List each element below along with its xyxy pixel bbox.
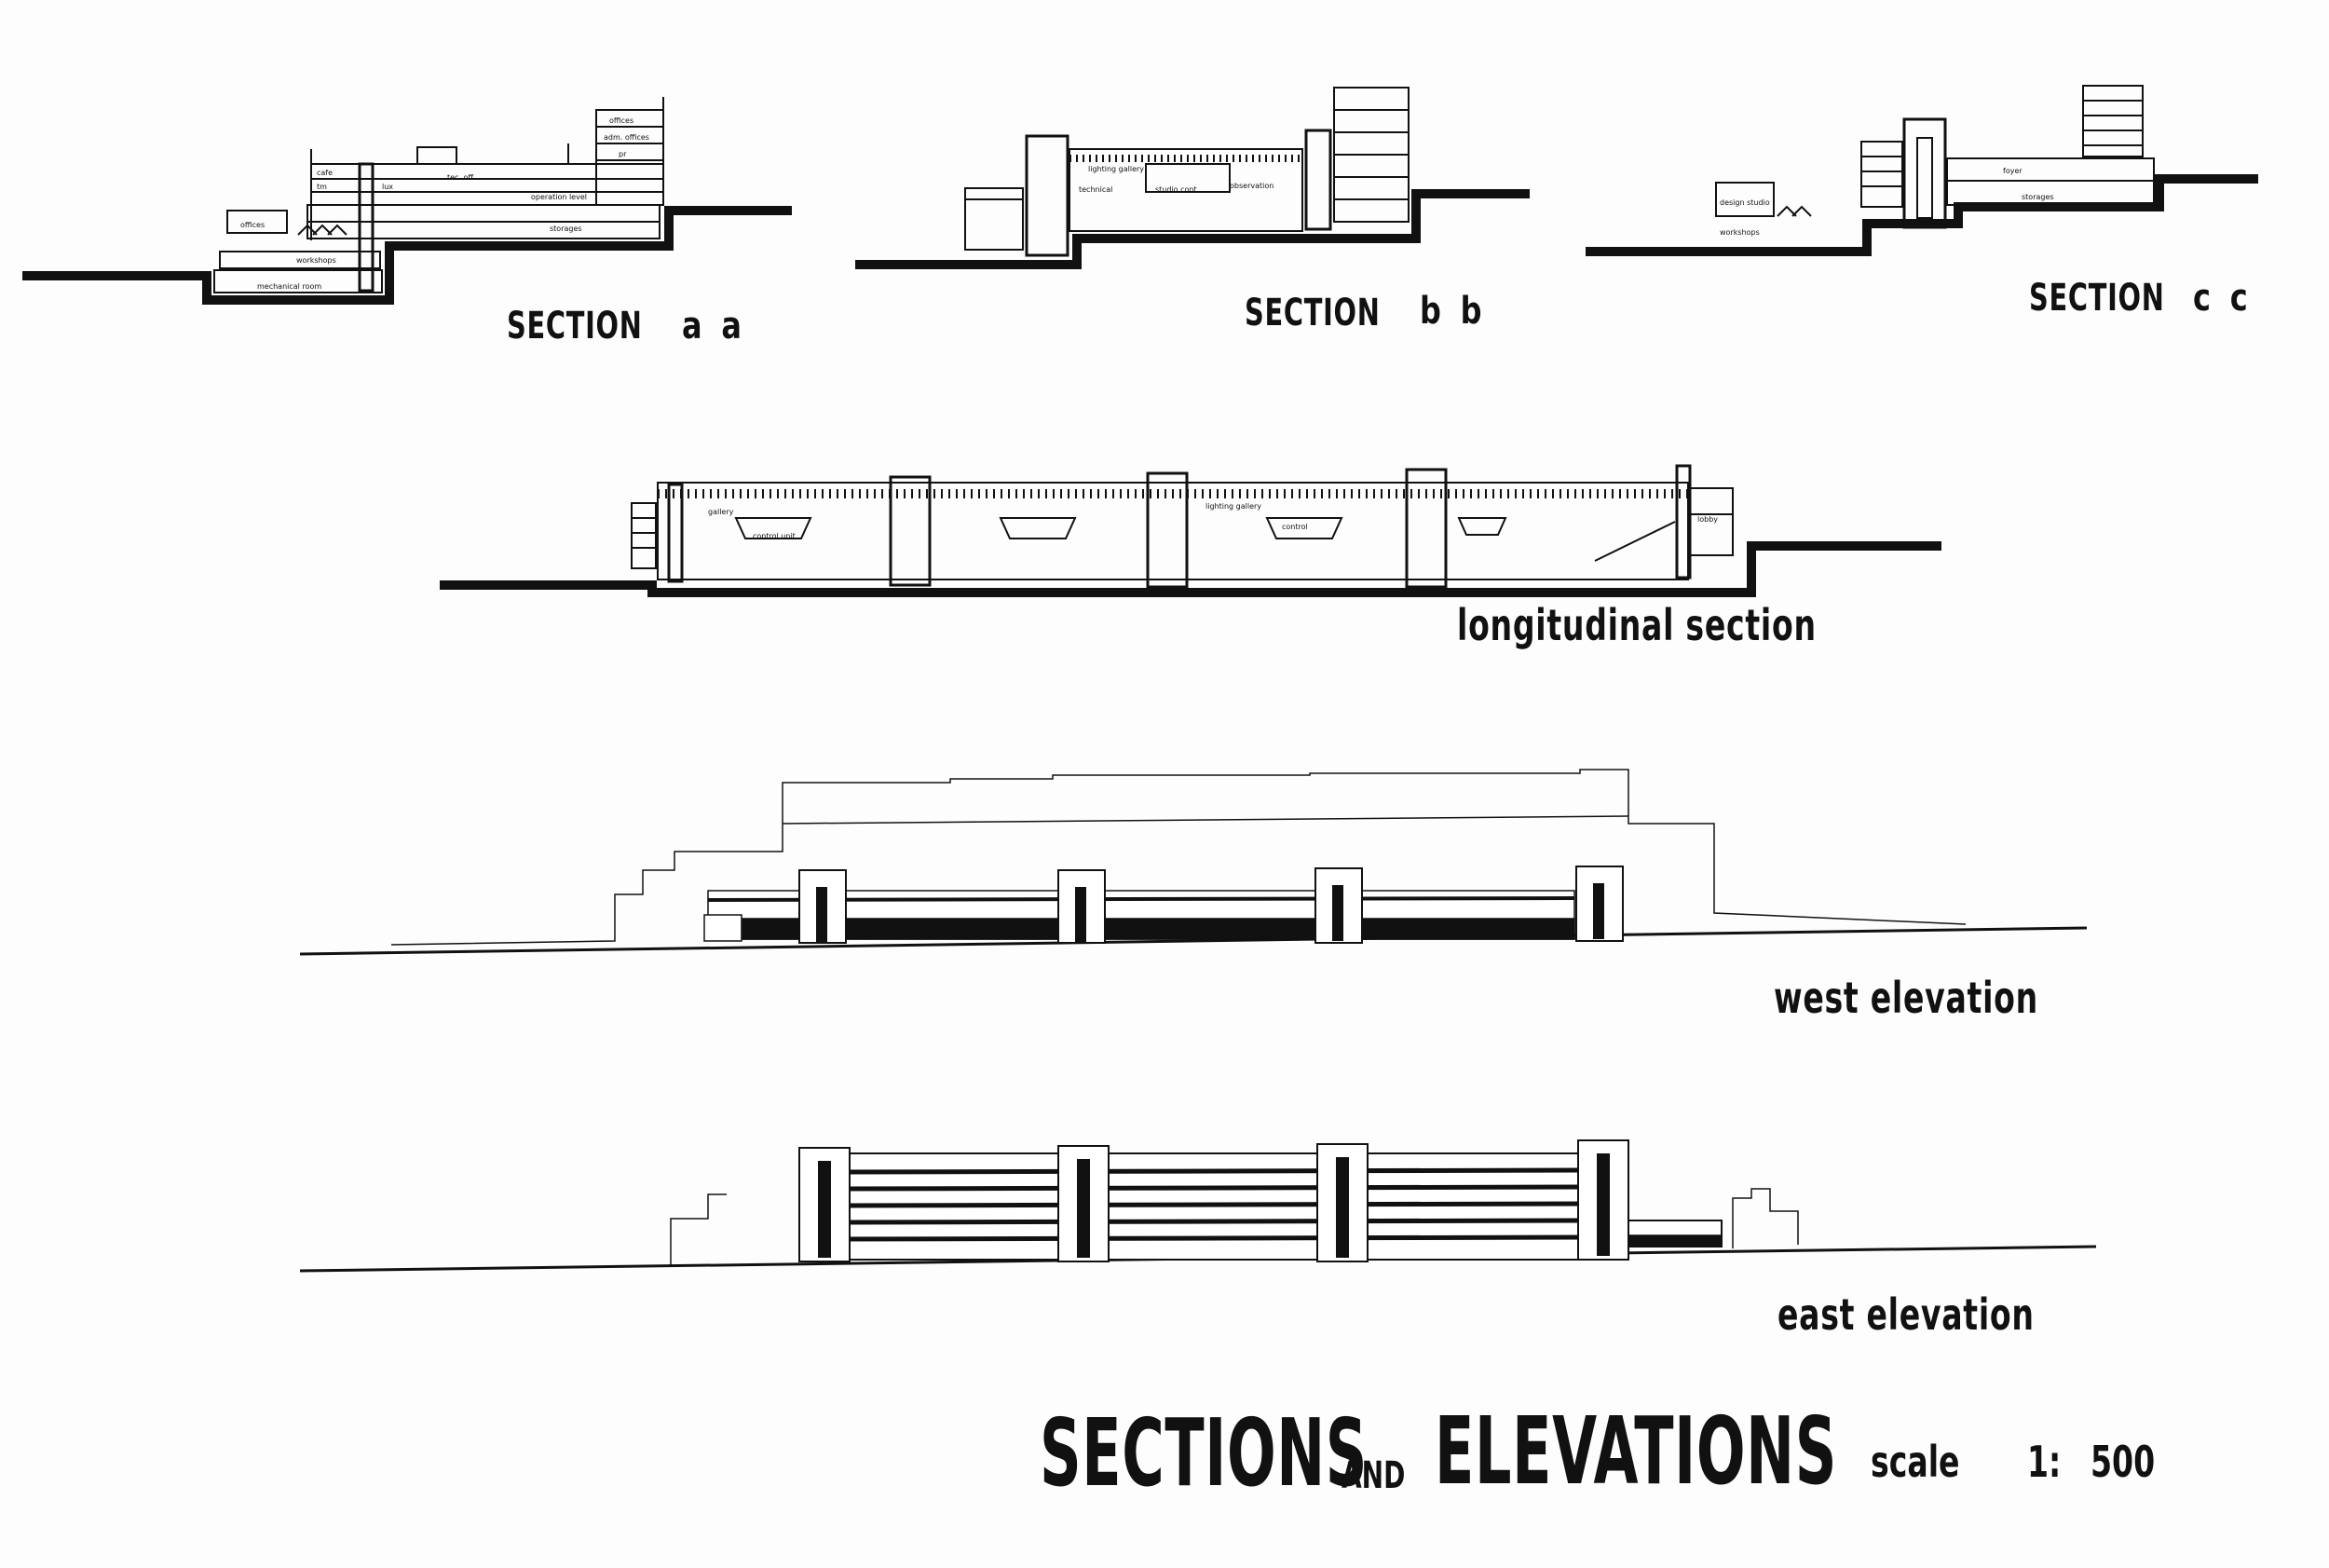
sheet-title-elevations: ELEVATIONS xyxy=(1435,1397,1837,1506)
label-pr: pr xyxy=(619,150,627,158)
label-long-lobby: lobby xyxy=(1697,515,1718,524)
label-cc-foyer: foyer xyxy=(2003,167,2023,175)
label-long-control-unit: control unit xyxy=(753,532,796,540)
label-adm-offices: adm. offices xyxy=(604,133,649,142)
label-mechanical-room: mechanical room xyxy=(257,282,321,291)
label-offices-low: offices xyxy=(240,221,265,229)
sheet-title-and: AND xyxy=(1342,1454,1406,1497)
scale-ratio: 1: xyxy=(2027,1437,2062,1487)
label-cc-storages: storages xyxy=(2022,193,2054,201)
label-offices: offices xyxy=(609,116,633,125)
label-bb-observation: observation xyxy=(1230,182,1273,190)
longitudinal-section-title: longitudinal section xyxy=(1457,600,1817,650)
section-cc-word: SECTION xyxy=(2029,277,2165,320)
label-tec-off: tec. off. xyxy=(447,173,476,182)
section-bb-word: SECTION xyxy=(1245,292,1381,334)
section-aa-tag: a a xyxy=(682,305,746,348)
section-cc-tag: c c xyxy=(2193,277,2253,320)
label-cc-design-studio: design studio xyxy=(1720,198,1770,207)
east-elevation-title: east elevation xyxy=(1777,1289,2035,1340)
label-bb-studio-cont: studio cont. xyxy=(1155,185,1199,194)
section-aa-title: SECTION xyxy=(507,307,643,345)
label-long-lighting-gallery: lighting gallery xyxy=(1205,502,1261,511)
label-operation-level: operation level xyxy=(531,193,587,201)
label-bb-lighting-gallery: lighting gallery xyxy=(1088,165,1144,173)
scale-value: 500 xyxy=(2091,1437,2156,1487)
label-storages: storages xyxy=(550,225,582,233)
section-aa-word: SECTION xyxy=(507,305,643,348)
section-bb-title: SECTION xyxy=(1245,294,1381,332)
west-elevation-title: west elevation xyxy=(1774,973,2038,1023)
label-bb-technical: technical xyxy=(1079,185,1112,194)
label-long-gallery: gallery xyxy=(708,508,734,516)
label-lux: lux xyxy=(382,183,393,191)
label-cafe: cafe xyxy=(317,169,333,177)
label-tm: tm xyxy=(317,183,327,191)
label-long-control: control xyxy=(1282,523,1308,531)
label-workshops: workshops xyxy=(296,256,336,265)
section-bb-tag: b b xyxy=(1420,290,1487,333)
sheet-title-sections: SECTIONS xyxy=(1040,1398,1369,1507)
section-cc-title: SECTION xyxy=(2029,280,2165,317)
scale-word: scale xyxy=(1871,1437,1960,1487)
label-cc-workshops: workshops xyxy=(1720,228,1760,237)
